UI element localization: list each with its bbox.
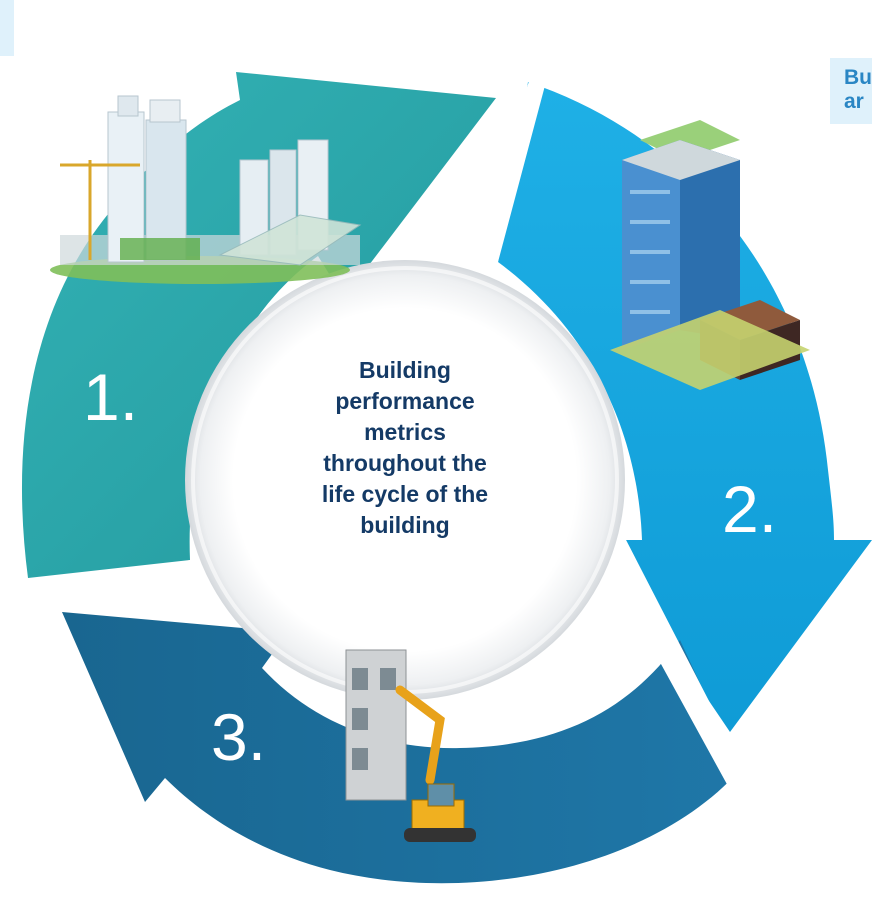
step-number-3: 3. [211,700,267,774]
spoke-left [60,560,230,602]
center-title-line-1: Building [359,357,451,383]
office-building-icon [610,120,810,390]
center-title-line-2: performance [335,388,475,414]
center-hub [185,260,625,700]
spoke-top [470,48,555,262]
center-title-line-6: building [360,512,450,538]
step-number-2: 2. [722,472,778,546]
callout-box-right: Bu ar [830,58,872,124]
center-title-line-5: life cycle of the [321,481,489,507]
callout-text-line-2: ar [844,90,864,113]
callout-box-left [0,0,14,56]
callout-text-line-1: Bu [844,66,872,89]
city-skyline-construction-icon [50,95,362,284]
center-title-line-4: throughout the [323,450,487,476]
center-title-line-3: metrics [364,419,446,445]
step-number-1: 1. [83,360,139,434]
center-title: Building performance metrics throughout … [290,355,520,541]
excavator-demolition-icon [345,649,476,842]
cycle-arrow-2 [498,82,872,732]
